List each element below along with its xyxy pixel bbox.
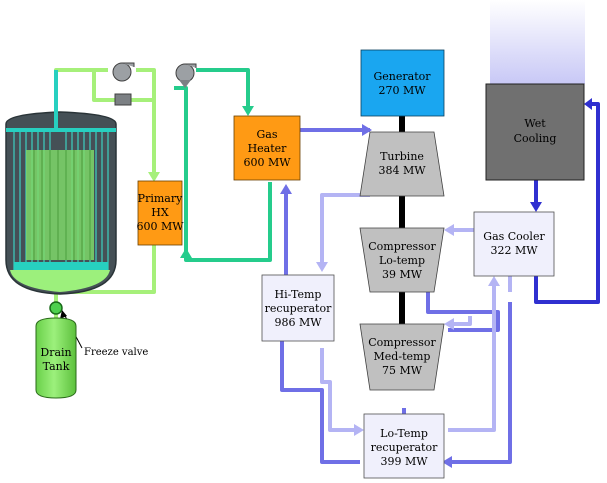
primary-hx: Primary HX 600 MW [136, 180, 184, 246]
hi-temp-recup-label-3: 986 MW [274, 316, 322, 329]
drain-tank-label-1: Drain [40, 346, 71, 359]
lo-temp-recup-label-2: recuperator [371, 441, 438, 454]
hi-temp-recup-label-1: Hi-Temp [275, 288, 322, 301]
compressor-lo-label-2: Lo-temp [379, 254, 425, 267]
cooling-water-arrows [530, 98, 592, 212]
wet-cooling-label-1: Wet [524, 117, 546, 130]
hi-temp-recup-label-2: recuperator [265, 302, 332, 315]
hot-co2-pipes [280, 128, 512, 464]
generator-label-2: 270 MW [378, 84, 426, 97]
cool-co2-pipes [320, 193, 512, 432]
drain-tank-label-2: Tank [43, 360, 70, 373]
primary-hx-label-2: HX [151, 206, 169, 219]
gas-cooler: Gas Cooler 322 MW [473, 211, 555, 277]
cool-co2-arrows [316, 224, 500, 436]
lo-temp-recuperator: Lo-Temp recuperator 399 MW [363, 413, 445, 479]
hi-temp-recuperator: Hi-Temp recuperator 986 MW [261, 274, 335, 342]
gas-heater-label-3: 600 MW [243, 156, 291, 169]
wet-cooling-label-2: Cooling [514, 132, 557, 145]
secondary-loop-arrows [180, 106, 254, 258]
gas-heater: Gas Heater 600 MW [233, 115, 301, 181]
compressor-lo-temp: Compressor Lo-temp 39 MW [359, 227, 445, 293]
lo-temp-recup-label-1: Lo-Temp [380, 427, 428, 440]
generator-label-1: Generator [373, 70, 431, 83]
turbine: Turbine 384 MW [359, 131, 445, 197]
compressor-med-temp: Compressor Med-temp 75 MW [359, 323, 445, 391]
lo-temp-recup-label-3: 399 MW [380, 455, 428, 468]
compressor-med-label-3: 75 MW [382, 364, 423, 377]
reactor-vessel [5, 70, 117, 295]
turbine-label-2: 384 MW [378, 164, 426, 177]
freeze-valve-icon [49, 301, 63, 315]
gas-heater-label-1: Gas [257, 128, 278, 141]
cooling-water-pipes [534, 102, 600, 304]
generator: Generator 270 MW [360, 49, 445, 117]
gas-heater-label-2: Heater [248, 142, 288, 155]
secondary-pump-icon [175, 63, 197, 88]
drain-tank: Drain Tank [35, 317, 77, 399]
compressor-lo-label-1: Compressor [368, 240, 436, 253]
cooling-plume [490, 0, 585, 84]
compressor-med-label-2: Med-temp [374, 350, 431, 363]
primary-hx-label-1: Primary [138, 192, 183, 205]
freeze-valve-leader-arrow [60, 310, 67, 319]
salt-pump-icon [112, 62, 135, 106]
wet-cooling: Wet Cooling [485, 83, 585, 181]
freeze-valve-label: Freeze valve [84, 347, 148, 358]
gas-cooler-label-2: 322 MW [490, 244, 538, 257]
gas-cooler-label-1: Gas Cooler [483, 230, 545, 243]
compressor-med-label-1: Compressor [368, 336, 436, 349]
turbine-label-1: Turbine [380, 150, 424, 163]
primary-hx-label-3: 600 MW [136, 220, 184, 233]
compressor-lo-label-3: 39 MW [382, 268, 423, 281]
